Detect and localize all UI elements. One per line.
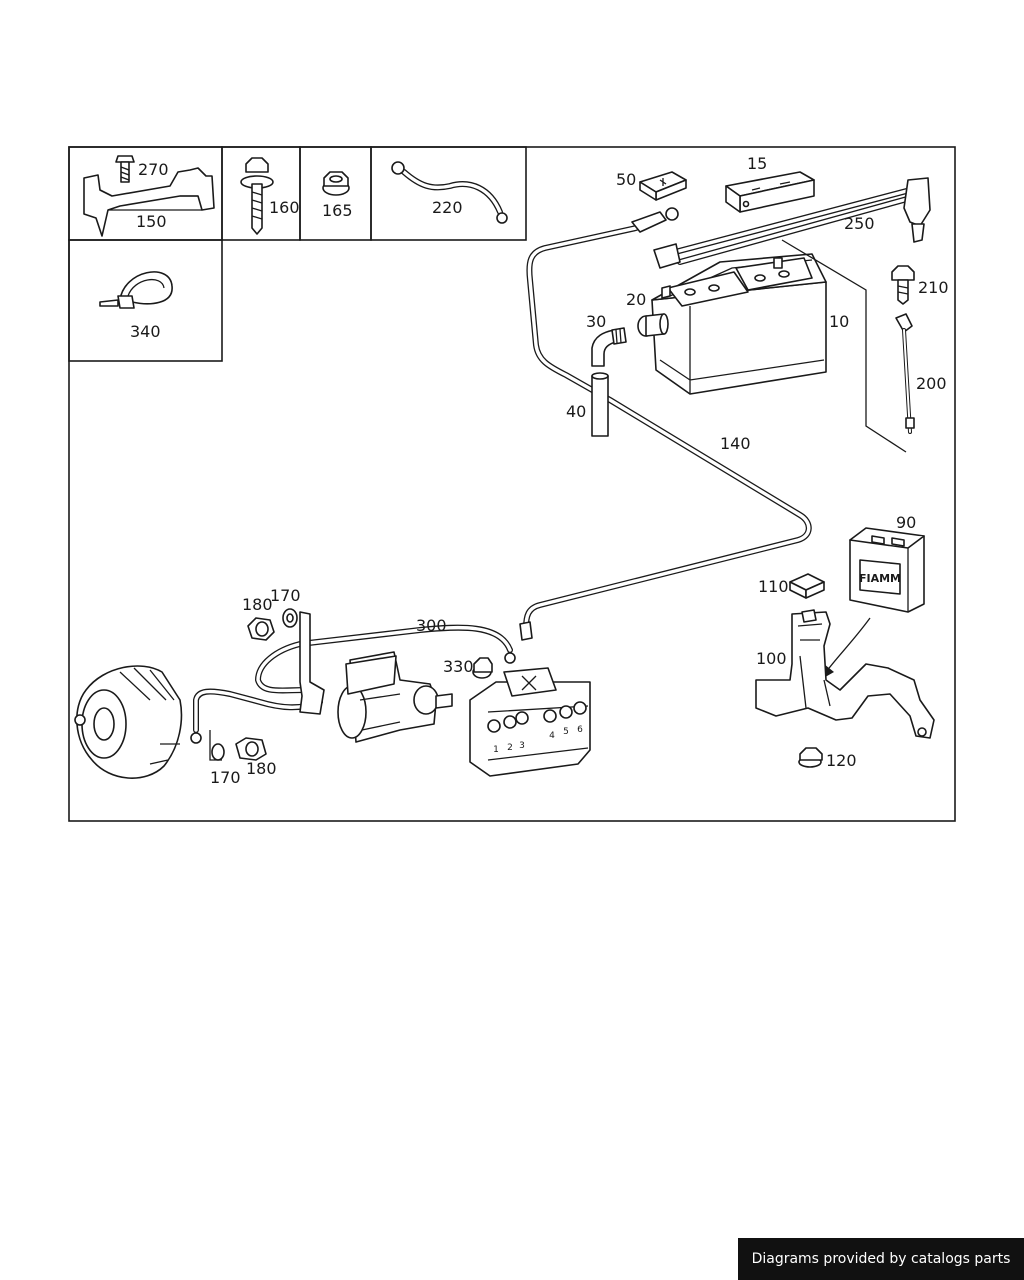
relay-pin-5: 5	[563, 727, 569, 737]
label-90: 90	[896, 513, 916, 532]
cable-300	[255, 621, 533, 694]
cable-250	[653, 177, 931, 269]
battery-10	[651, 253, 827, 395]
washer-170-lower	[211, 743, 225, 761]
label-160: 160	[269, 198, 300, 217]
label-180-upper: 180	[242, 595, 273, 614]
cable-tie-340	[99, 271, 173, 309]
nut-120	[798, 747, 823, 768]
cover-110	[789, 573, 825, 599]
label-15: 15	[747, 154, 767, 173]
label-40: 40	[566, 402, 586, 421]
label-20: 20	[626, 290, 646, 309]
cover-50	[639, 171, 687, 201]
alternator	[74, 665, 183, 779]
relay-pin-2: 2	[507, 743, 513, 753]
relay-pin-6: 6	[577, 725, 583, 735]
bolt-160	[240, 157, 274, 235]
cable-140	[523, 207, 812, 631]
leader-line-200	[781, 239, 907, 453]
bolt-270	[115, 155, 135, 183]
elbow-30	[591, 327, 627, 367]
inset-boxes	[68, 146, 527, 362]
battery-90: FIAMM	[849, 527, 925, 613]
bracket-150	[83, 167, 215, 237]
bracket-100	[755, 609, 935, 739]
label-170-lower: 170	[210, 768, 241, 787]
label-120: 120	[826, 751, 857, 770]
battery-brand: FIAMM	[859, 572, 901, 585]
label-300: 300	[416, 616, 447, 635]
label-340: 340	[130, 322, 161, 341]
arrow-90-to-100	[825, 617, 871, 673]
cable-220	[391, 161, 508, 224]
label-250: 250	[844, 214, 875, 233]
label-330: 330	[443, 657, 474, 676]
label-10: 10	[829, 312, 849, 331]
label-220: 220	[432, 198, 463, 217]
hose-40	[591, 372, 609, 437]
nut-330	[472, 657, 493, 679]
leader-line-170-lower	[209, 730, 222, 761]
label-110: 110	[758, 577, 789, 596]
label-210: 210	[918, 278, 949, 297]
label-140: 140	[720, 434, 751, 453]
cable-clip	[299, 611, 325, 715]
relay-pin-1: 1	[493, 745, 499, 755]
credit-text: Diagrams provided by catalogs parts	[751, 1251, 1011, 1267]
starter-motor	[337, 651, 453, 743]
label-100: 100	[756, 649, 787, 668]
label-270: 270	[138, 160, 169, 179]
callout-labels: 270 150 160 165 220 340 50 15 250 210 20…	[130, 154, 949, 787]
nut-180-lower	[235, 737, 267, 761]
label-200: 200	[916, 374, 947, 393]
fuse-box: 1 2 3 4 5 6	[469, 667, 591, 777]
nut-180-upper	[247, 617, 275, 641]
bolt-210	[891, 265, 915, 305]
nut-165	[322, 171, 350, 196]
cable-200	[895, 313, 915, 434]
label-180-lower: 180	[246, 759, 277, 778]
relay-pin-3: 3	[519, 741, 525, 751]
washer-170-upper	[282, 608, 298, 628]
label-150: 150	[136, 212, 167, 231]
label-170-upper: 170	[270, 586, 301, 605]
credit-banner: Diagrams provided by catalogs parts	[738, 1238, 1024, 1280]
cover-15	[725, 171, 815, 213]
label-30: 30	[586, 312, 606, 331]
plug-20	[637, 313, 669, 337]
label-165: 165	[322, 201, 353, 220]
label-50: 50	[616, 170, 636, 189]
relay-pin-4: 4	[549, 731, 555, 741]
